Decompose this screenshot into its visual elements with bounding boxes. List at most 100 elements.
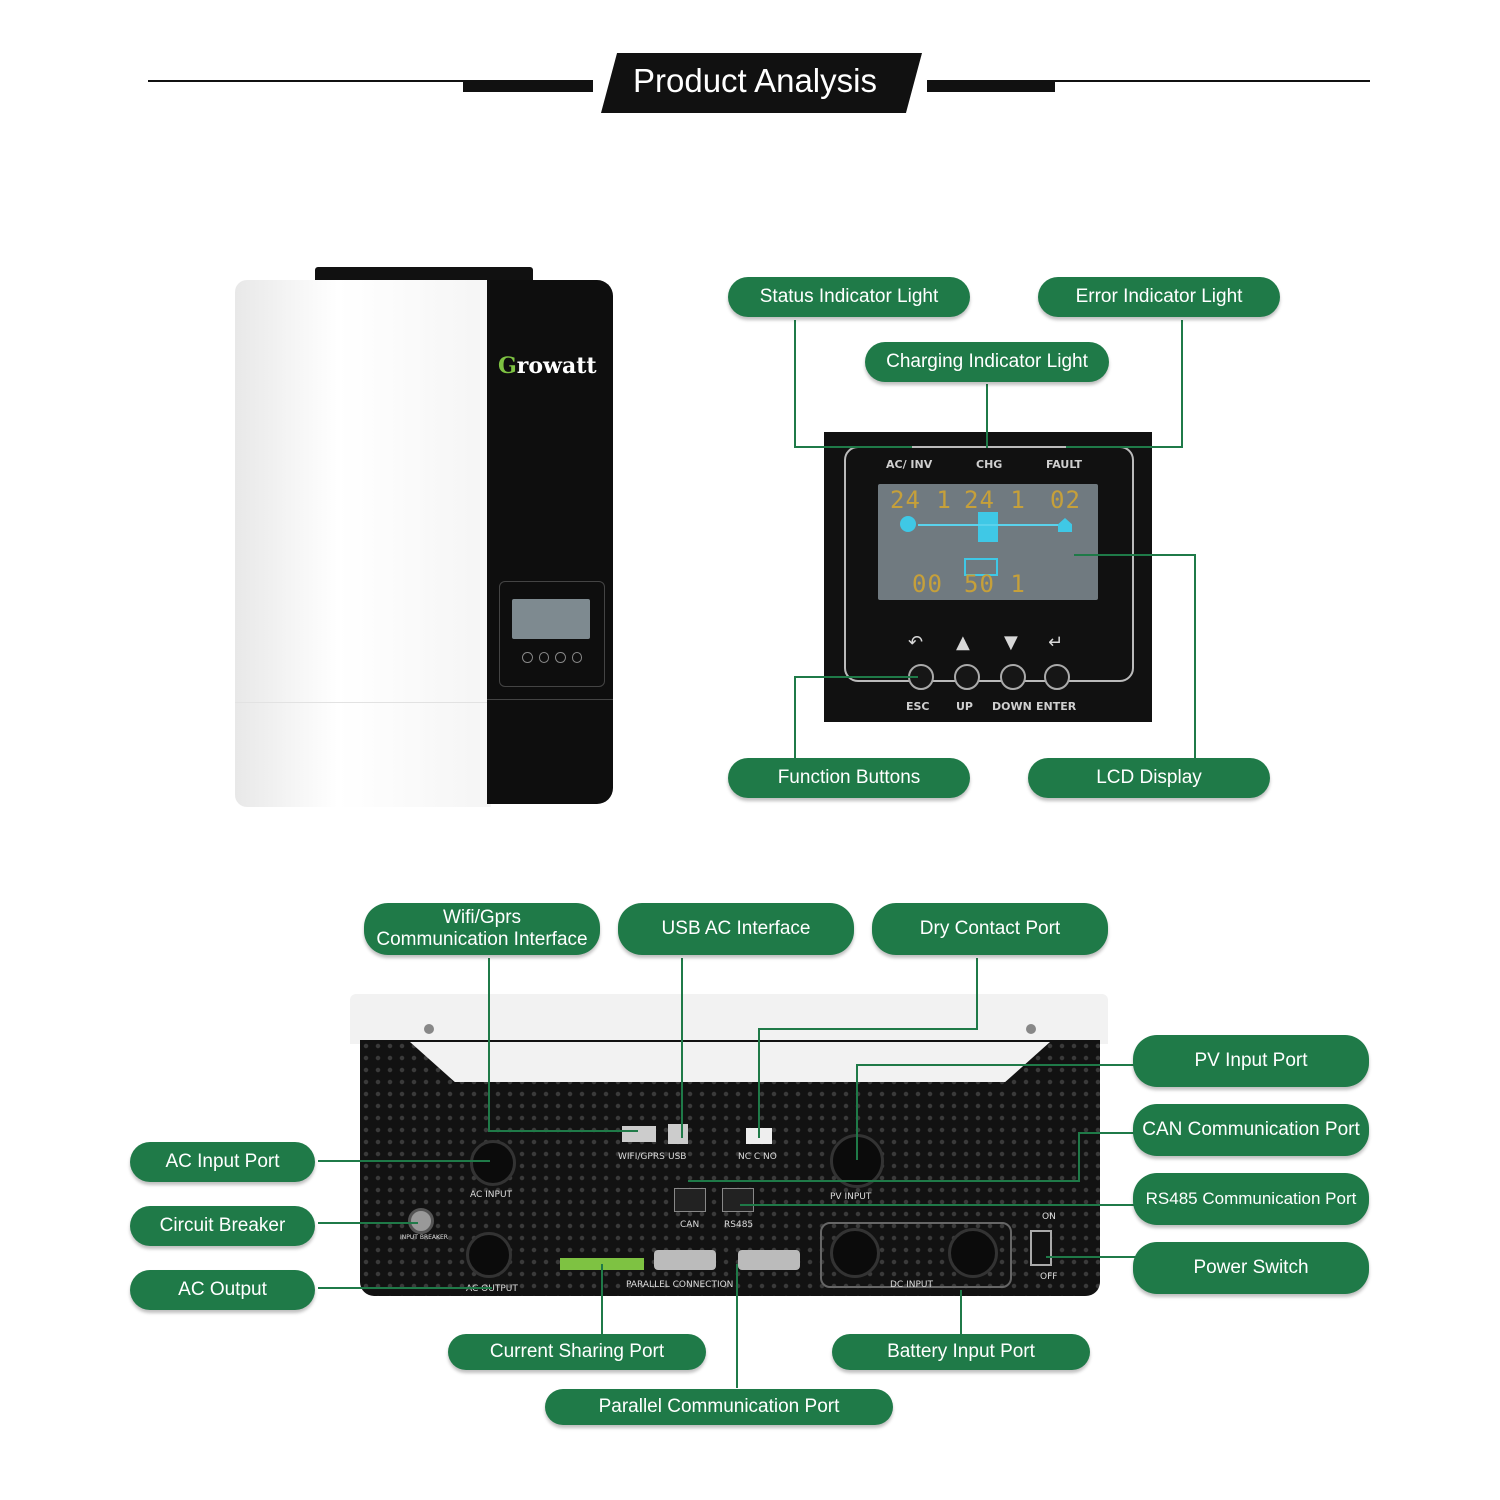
wifi-port — [622, 1126, 656, 1142]
connector-charging — [986, 384, 988, 448]
callout-status-indicator: Status Indicator Light — [728, 277, 970, 317]
black-front-panel — [487, 280, 613, 804]
header-line-right — [927, 80, 1370, 82]
label-parallel-connection: PARALLEL CONNECTION — [626, 1280, 734, 1290]
callout-parallel-comm: Parallel Communication Port — [545, 1389, 893, 1425]
label-off: OFF — [1040, 1272, 1058, 1282]
parallel-db9-b — [738, 1250, 800, 1270]
inverter-bottom-unit: AC INPUT AC OUTPUT INPUT BREAKER WIFI/GP… — [350, 994, 1108, 1300]
ac-input-socket — [470, 1140, 516, 1186]
connector-breaker — [318, 1222, 418, 1224]
mini-buttons — [522, 652, 582, 663]
connector-dry — [976, 958, 978, 1030]
page-title: Product Analysis — [633, 62, 877, 99]
esc-button[interactable] — [908, 664, 934, 690]
connector-error — [1181, 320, 1183, 448]
label-input-breaker: INPUT BREAKER — [400, 1234, 448, 1241]
label-fault: FAULT — [1046, 458, 1083, 471]
lcd-value-bottom-left: 00 — [912, 570, 943, 598]
dc-input-socket-a — [830, 1228, 880, 1278]
callout-battery-input: Battery Input Port — [832, 1334, 1090, 1370]
label-ac-inv: AC/ INV — [886, 458, 933, 471]
lcd-battery-icon — [964, 558, 998, 576]
bottom-white-slant — [410, 1042, 1050, 1082]
lcd-value-bottom-mid: 50 1 — [964, 570, 1026, 598]
callout-error-indicator: Error Indicator Light — [1038, 277, 1280, 317]
panel-inner-frame — [844, 446, 1134, 682]
down-button[interactable] — [1000, 664, 1026, 690]
lcd-house-icon — [1058, 518, 1072, 532]
connector-function — [794, 676, 796, 758]
callout-circuit-breaker: Circuit Breaker — [130, 1206, 315, 1246]
panel-seam — [487, 699, 613, 700]
connector-usb — [681, 958, 683, 1138]
connector-current-sharing — [601, 1264, 603, 1334]
connector-power — [1046, 1256, 1136, 1258]
connector-pv-v — [856, 1064, 858, 1160]
connector-wifi — [488, 958, 490, 1132]
callout-rs485-port: RS485 Communication Port — [1133, 1173, 1369, 1225]
callout-charging-indicator: Charging Indicator Light — [865, 342, 1109, 382]
ac-output-socket — [466, 1232, 512, 1278]
label-nc-c-no: NC C NO — [738, 1152, 777, 1162]
connector-wifi-h — [488, 1130, 638, 1132]
enter-button[interactable] — [1044, 664, 1070, 690]
connector-status — [794, 320, 796, 448]
enter-arrow-icon: ↵ — [1048, 632, 1064, 653]
connector-rs485 — [740, 1204, 1136, 1206]
lcd-value-top-right: 02 — [1050, 486, 1081, 514]
header-bar-left — [463, 80, 593, 92]
up-button[interactable] — [954, 664, 980, 690]
screw-right — [1026, 1024, 1036, 1034]
callout-current-sharing: Current Sharing Port — [448, 1334, 706, 1370]
connector-error-h — [1066, 446, 1183, 448]
label-esc: ESC — [906, 700, 930, 713]
mini-control-panel — [499, 581, 605, 687]
callout-lcd-display: LCD Display — [1028, 758, 1270, 798]
power-switch[interactable] — [1030, 1230, 1052, 1266]
esc-arrow-icon: ↶ — [908, 632, 924, 653]
connector-can — [1078, 1132, 1136, 1134]
callout-dry-contact: Dry Contact Port — [872, 903, 1108, 955]
parallel-db9-a — [654, 1250, 716, 1270]
label-chg: CHG — [976, 458, 1003, 471]
callout-wifi-line2: Communication Interface — [376, 929, 588, 950]
label-rs485: RS485 — [724, 1220, 754, 1230]
usb-port — [668, 1124, 688, 1144]
label-enter: ENTER — [1036, 700, 1077, 713]
white-body-seam — [235, 702, 491, 703]
connector-dry-v2 — [758, 1028, 760, 1138]
dc-input-socket-b — [948, 1228, 998, 1278]
can-port — [674, 1188, 706, 1212]
screw-left — [424, 1024, 434, 1034]
callout-function-buttons: Function Buttons — [728, 758, 970, 798]
input-breaker-knob[interactable] — [408, 1208, 434, 1234]
top-mount-bracket — [315, 267, 533, 283]
inverter-front-unit: Growatt — [235, 267, 613, 807]
label-ac-output: AC OUTPUT — [466, 1284, 518, 1294]
up-arrow-icon: ▲ — [956, 632, 970, 653]
connector-battery — [960, 1290, 962, 1334]
connector-lcd-h — [1074, 554, 1196, 556]
callout-pv-input: PV Input Port — [1133, 1035, 1369, 1087]
label-usb: USB — [668, 1152, 687, 1162]
connector-can-v — [1078, 1132, 1080, 1182]
lcd-value-top-mid: 24 1 — [964, 486, 1026, 514]
header-banner — [601, 53, 922, 113]
connector-dry-h — [758, 1028, 978, 1030]
callout-wifi-gprs: Wifi/Gprs Communication Interface — [364, 903, 600, 955]
label-on: ON — [1042, 1212, 1056, 1222]
logo-text: rowatt — [516, 353, 597, 379]
down-arrow-icon: ▼ — [1004, 632, 1018, 653]
connector-status-h — [794, 446, 912, 448]
connector-parallel — [736, 1264, 738, 1388]
callout-wifi-line1: Wifi/Gprs — [442, 907, 522, 928]
lcd-flow-line — [918, 524, 1068, 526]
callout-power-switch: Power Switch — [1133, 1242, 1369, 1294]
label-up: UP — [956, 700, 973, 713]
label-wifi-gprs: WIFI/GPRS — [618, 1152, 665, 1162]
connector-pv — [856, 1064, 1136, 1066]
label-ac-input: AC INPUT — [470, 1190, 513, 1200]
growatt-logo: Growatt — [498, 353, 597, 379]
rs485-port — [722, 1188, 754, 1212]
